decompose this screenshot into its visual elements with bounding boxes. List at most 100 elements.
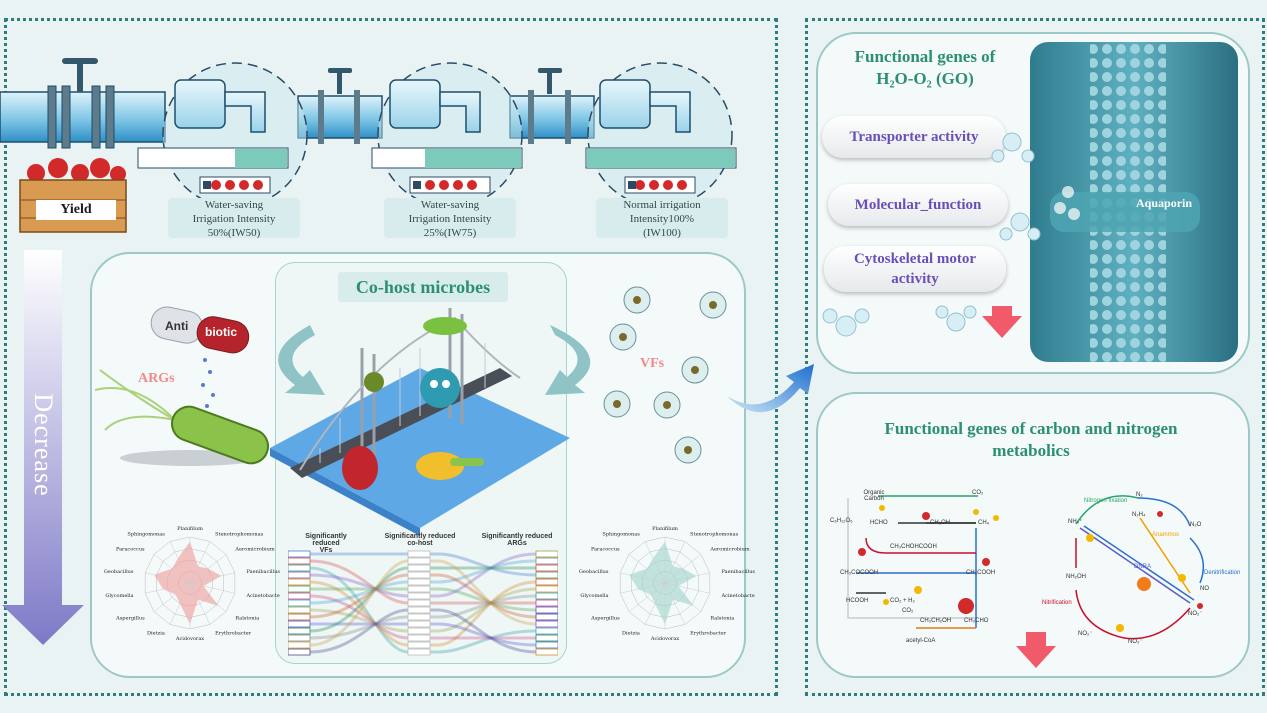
radar-axis-line <box>620 572 666 584</box>
radar-axis-label: Glycomella <box>580 593 608 599</box>
sankey-node <box>288 613 311 621</box>
sankey-node <box>535 571 558 579</box>
radar-axis-label: Geobacillus <box>579 569 609 575</box>
sankey-node <box>288 550 311 558</box>
radar-axis-label: Paenibacillus <box>722 569 755 575</box>
sankey-node <box>407 550 431 558</box>
sankey-node <box>535 564 558 572</box>
vf-cluster <box>603 286 727 464</box>
radar-axis-label: Paracoccus <box>116 547 145 553</box>
sankey-flow <box>310 552 537 577</box>
carbon-node-co2-h2: CO₂ + H₂ <box>890 598 915 604</box>
radar-chart-right: PlanifilumStenotrophomonasAeromicrobiumP… <box>579 526 755 642</box>
yield-label: Yield <box>36 200 116 220</box>
radar-axis-label: Dietzia <box>622 631 640 637</box>
sankey-node <box>288 578 311 586</box>
vfs-label: VFs <box>640 356 665 371</box>
sankey-node <box>288 634 311 642</box>
sankey-node <box>288 592 311 600</box>
sankey-diagram <box>288 550 558 656</box>
pill-transporter-activity: Transporter activity <box>822 116 1006 158</box>
caption-bg-iw75 <box>384 198 516 238</box>
radar-axis-label: Sphingomonas <box>127 531 165 537</box>
cn-panel-title: Functional genes of carbon and nitrogen … <box>884 419 1178 460</box>
cohost-title: Co-host microbes <box>338 272 508 302</box>
radar-axis-label: Aeromicrobium <box>709 547 750 553</box>
nitrogen-node-no: NO <box>1200 586 1209 592</box>
radar-axis-line <box>189 582 235 594</box>
sankey-node <box>288 599 311 607</box>
radar-axis-label: Aspergillus <box>115 615 145 621</box>
sankey-node <box>288 620 311 628</box>
radar-chart-left: PlanifilumStenotrophomonasAeromicrobiumP… <box>104 526 280 642</box>
carbon-network-edges <box>847 495 999 629</box>
trough-fill-iw75 <box>373 149 521 168</box>
sankey-node <box>288 557 311 565</box>
bacterium-illustration <box>95 358 270 466</box>
sankey-node <box>407 627 431 635</box>
radar-area <box>629 541 697 625</box>
aquaporin-label: Aquaporin <box>1136 196 1193 210</box>
caption-bg-iw50 <box>168 198 300 238</box>
sankey-node <box>407 613 431 621</box>
pill-molecular-function: Molecular_function <box>828 184 1008 226</box>
radar-axis-line <box>664 554 702 584</box>
nitrogen-node-n2: N₂ <box>1136 492 1143 498</box>
radar-axis-line <box>189 541 211 584</box>
carbon-node-hcho: HCHO <box>870 520 888 526</box>
radar-axis-line <box>169 541 191 584</box>
radar-axis-line <box>664 582 702 612</box>
carbon-network: Organic Carbon CO₂ C₆H₁₂O₆ HCHO CH₃OH CH… <box>826 478 1036 648</box>
sankey-node <box>535 648 558 656</box>
cn-panel <box>816 392 1250 678</box>
sankey-node <box>288 571 311 579</box>
sankey-node <box>535 613 558 621</box>
sankey-node <box>407 620 431 628</box>
process-nitrification: Nitrification <box>1042 600 1072 606</box>
sankey-node <box>407 557 431 565</box>
carbon-node-methanol: CH₃OH <box>930 520 951 526</box>
sankey-node <box>288 641 311 649</box>
radar-axis-label: Planifilum <box>177 526 203 532</box>
carbon-node-acetate: CH₃COOH <box>966 570 996 576</box>
radar-axis-line <box>189 582 211 625</box>
sankey-node <box>407 585 431 593</box>
sankey-node <box>535 620 558 628</box>
sankey-node <box>288 627 311 635</box>
radar-axis-line <box>189 554 227 584</box>
radar-axis-label: Ralstonia <box>710 615 734 621</box>
carbon-node-organic-carbon: Organic Carbon <box>863 490 885 502</box>
radar-axis-line <box>145 582 191 594</box>
carbon-node-pyruvate: CH₃COCOOH <box>840 570 879 576</box>
caption-iw50: Water-saving Irrigation Intensity 50%(IW… <box>192 199 276 239</box>
sankey-node <box>407 648 431 656</box>
radar-axis-line <box>664 582 710 594</box>
process-denitrification: Denitrification <box>1204 570 1241 576</box>
radar-axis-label: Glycomella <box>105 593 133 599</box>
process-nitrogen-fixation: Nitrogen fixation <box>1084 498 1128 504</box>
sankey-node <box>535 634 558 642</box>
caption-iw100: Normal irrigation Intensity100% (IW100) <box>623 199 701 239</box>
radar-axis-label: Acinetobacter <box>721 593 755 599</box>
sankey-node <box>535 557 558 565</box>
sankey-node <box>407 599 431 607</box>
process-anammox: Anammox <box>1152 532 1180 538</box>
radar-axis-line <box>189 572 235 584</box>
sankey-node <box>407 578 431 586</box>
radar-axis-label: Erythrobacter <box>690 631 726 637</box>
radar-axis-label: Dietzia <box>147 631 165 637</box>
radar-axis-label: Aeromicrobium <box>234 547 275 553</box>
radar-axis-label: Aspergillus <box>590 615 620 621</box>
radar-area <box>154 541 222 625</box>
sankey-flow <box>310 622 537 647</box>
sankey-node <box>407 641 431 649</box>
radar-axis-label: Acidovorax <box>175 636 204 642</box>
radar-axis-line <box>628 554 666 584</box>
connector-arrow <box>727 364 814 413</box>
sankey-node <box>535 592 558 600</box>
radar-axis-line <box>644 541 666 584</box>
args-label: ARGs <box>138 371 175 386</box>
right-frame <box>805 18 1265 696</box>
nitrogen-node-no3: NO₃⁻ <box>1128 639 1143 645</box>
